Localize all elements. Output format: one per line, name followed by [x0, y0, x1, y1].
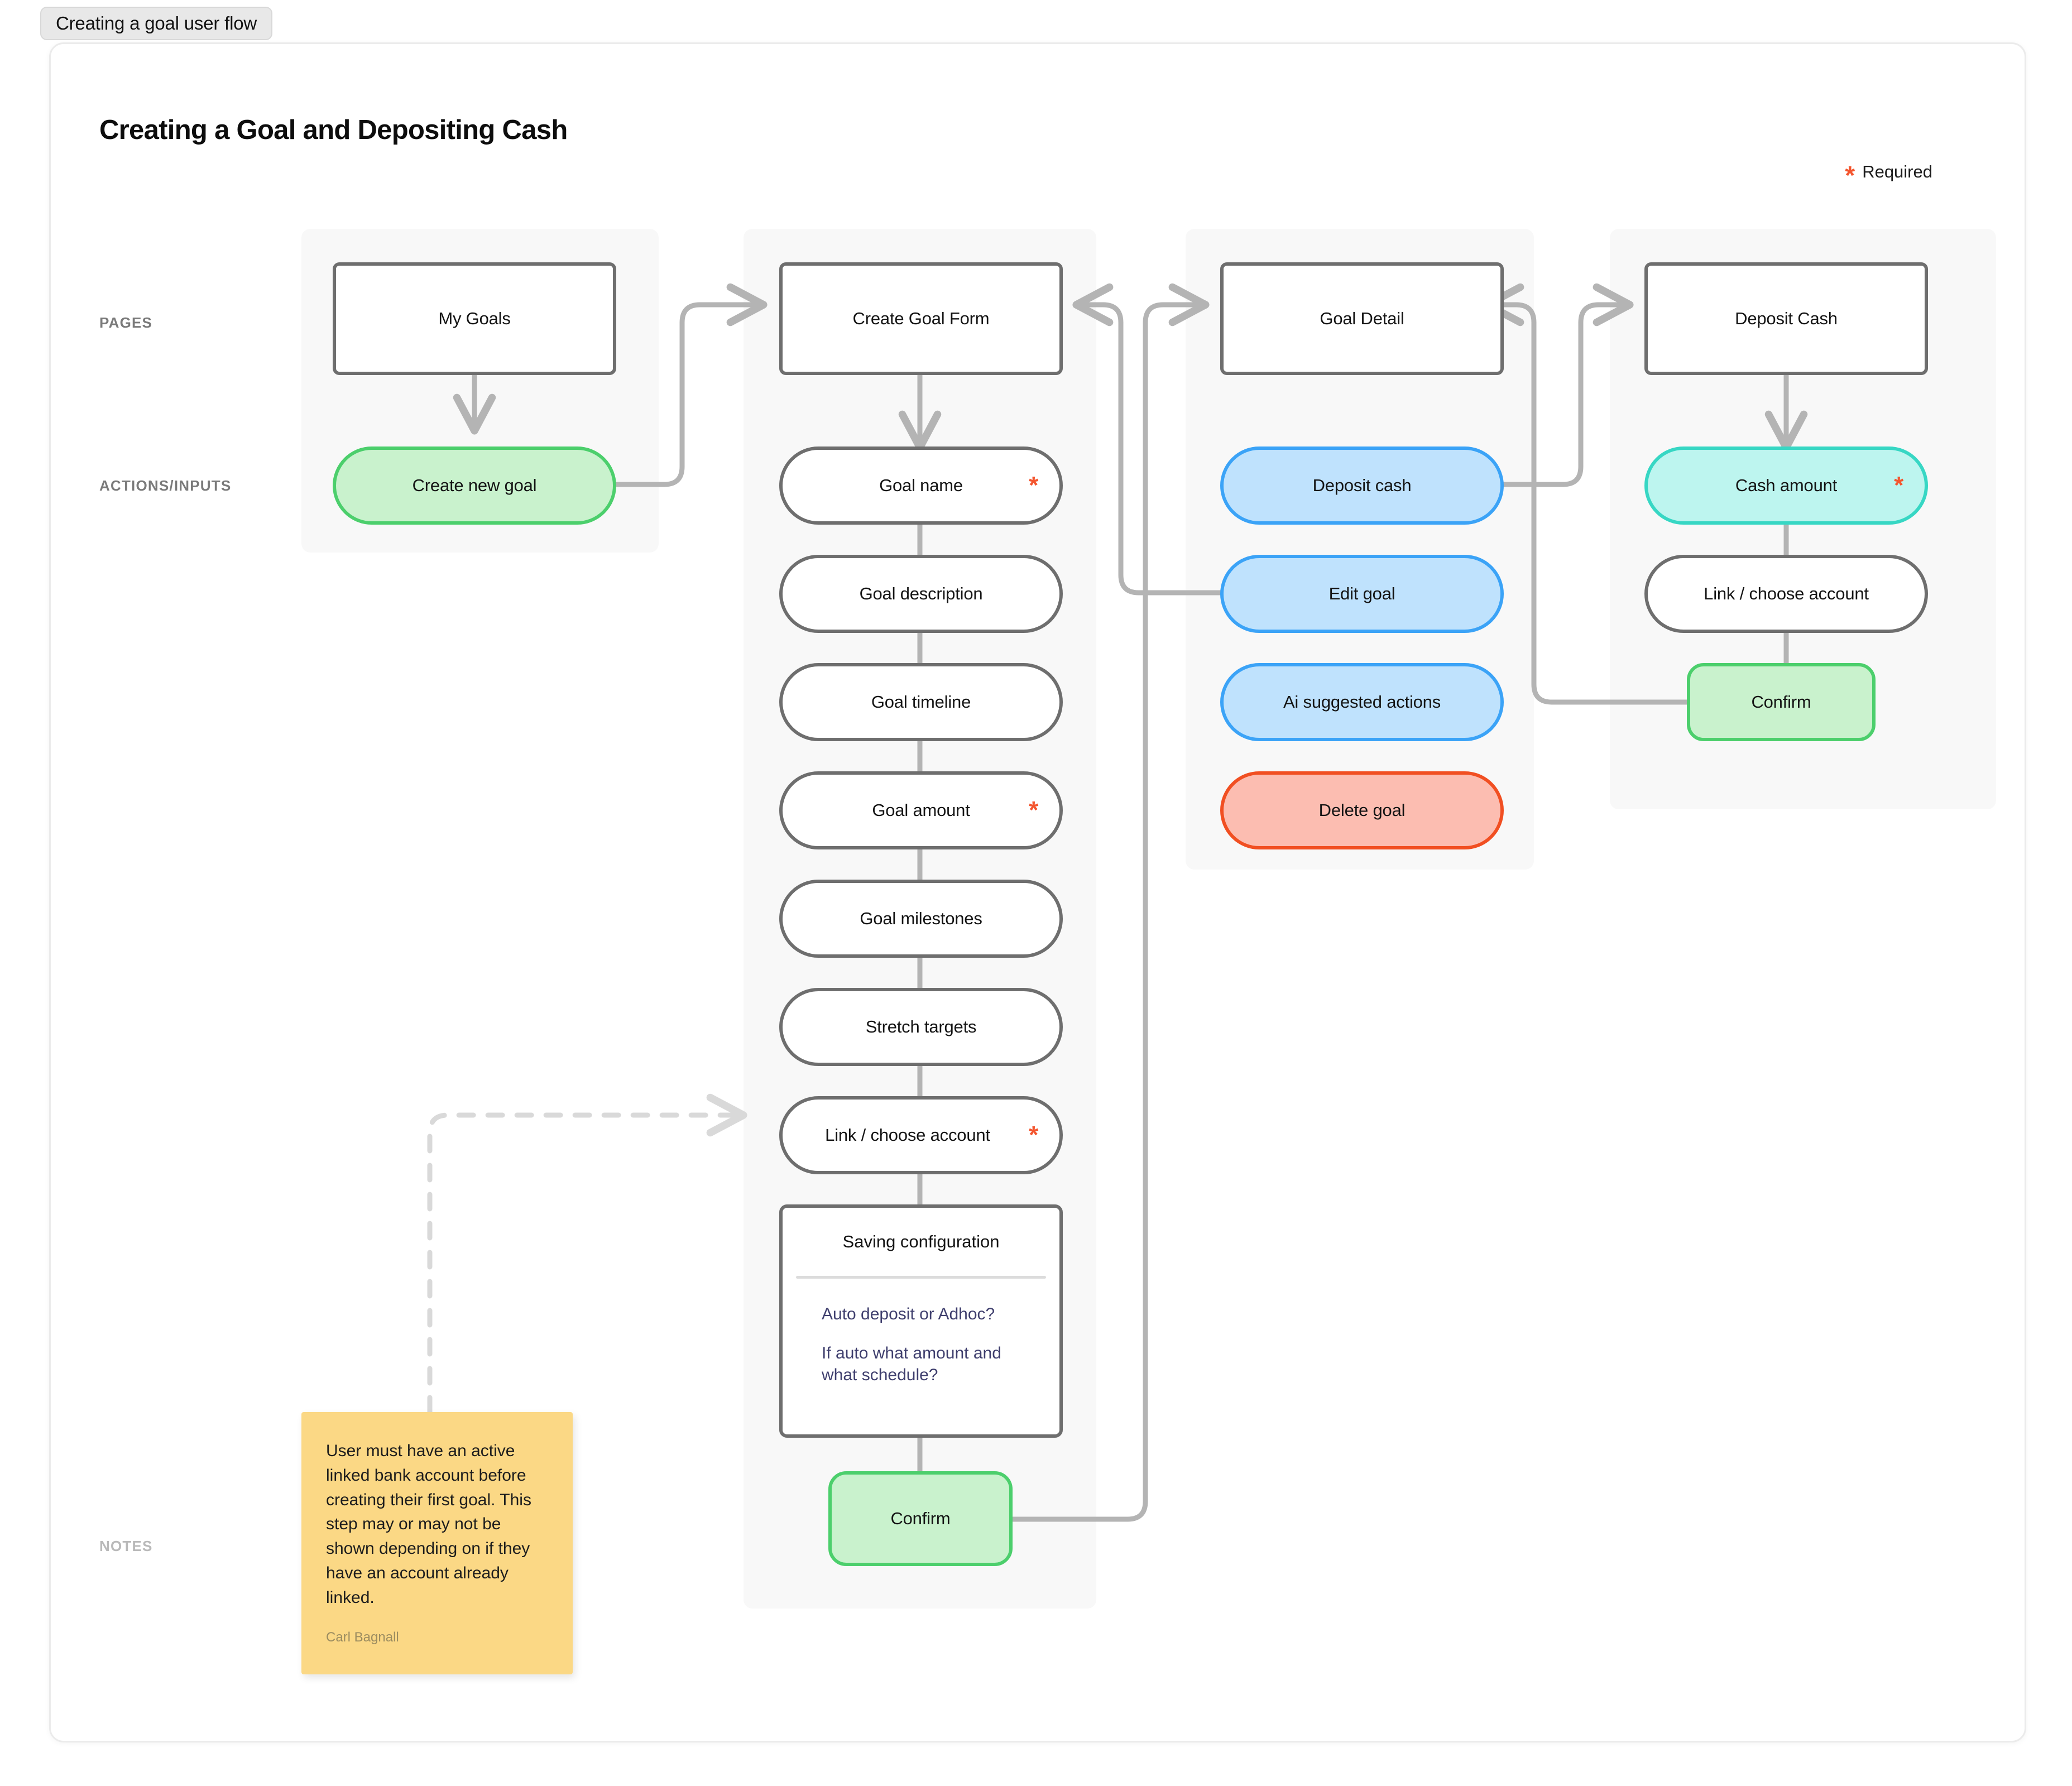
- node-label: Stretch targets: [865, 1017, 977, 1036]
- node-label: Goal timeline: [871, 692, 971, 712]
- node-page-my-goals[interactable]: My Goals: [333, 262, 616, 375]
- node-input-goal-amount[interactable]: Goal amount *: [779, 771, 1063, 849]
- node-label: Goal description: [859, 584, 983, 603]
- node-label: Confirm: [890, 1509, 951, 1528]
- node-label: Goal Detail: [1320, 309, 1404, 328]
- node-action-ai-suggested-actions[interactable]: Ai suggested actions: [1220, 663, 1504, 741]
- required-legend: * Required: [1845, 160, 1932, 190]
- node-input-goal-milestones[interactable]: Goal milestones: [779, 880, 1063, 958]
- sticky-note[interactable]: User must have an active linked bank acc…: [301, 1412, 573, 1674]
- node-label: Confirm: [1751, 692, 1811, 712]
- node-label: Goal name: [879, 476, 963, 495]
- node-label: Deposit cash: [1312, 476, 1412, 495]
- node-label: Create Goal Form: [852, 309, 990, 328]
- saving-config-line: Auto deposit or Adhoc?: [822, 1305, 995, 1323]
- node-page-deposit-cash[interactable]: Deposit Cash: [1644, 262, 1928, 375]
- node-input-stretch-targets[interactable]: Stretch targets: [779, 988, 1063, 1066]
- saving-config-divider: [796, 1276, 1046, 1279]
- node-input-goal-name[interactable]: Goal name *: [779, 446, 1063, 525]
- node-input-link-choose-account[interactable]: Link / choose account *: [779, 1096, 1063, 1174]
- node-label: Link / choose account: [825, 1125, 990, 1145]
- node-action-delete-goal[interactable]: Delete goal: [1220, 771, 1504, 849]
- saving-config-body: Auto deposit or Adhoc? If auto what amou…: [783, 1279, 1059, 1403]
- node-label: Link / choose account: [1704, 584, 1869, 603]
- node-input-cash-amount[interactable]: Cash amount *: [1644, 446, 1928, 525]
- node-label: Create new goal: [412, 476, 537, 495]
- lane-label-notes: NOTES: [99, 1538, 153, 1554]
- node-label: Ai suggested actions: [1283, 692, 1441, 712]
- node-action-edit-goal[interactable]: Edit goal: [1220, 555, 1504, 633]
- node-label: Goal milestones: [860, 909, 982, 928]
- node-label: Deposit Cash: [1735, 309, 1838, 328]
- saving-config-line: If auto what amount and what schedule?: [822, 1343, 1001, 1385]
- node-label: Cash amount: [1735, 476, 1838, 495]
- node-label: Goal amount: [872, 800, 970, 820]
- node-label: Delete goal: [1318, 800, 1406, 820]
- node-action-deposit-cash[interactable]: Deposit cash: [1220, 446, 1504, 525]
- node-label: My Goals: [438, 309, 511, 328]
- node-label: Edit goal: [1328, 584, 1395, 603]
- required-asterisk-icon: *: [1029, 471, 1038, 499]
- node-input-deposit-link-choose-account[interactable]: Link / choose account: [1644, 555, 1928, 633]
- flow-tab-chip[interactable]: Creating a goal user flow: [40, 7, 273, 40]
- required-asterisk-icon: *: [1894, 471, 1903, 499]
- sticky-note-author: Carl Bagnall: [326, 1630, 399, 1645]
- asterisk-icon: *: [1845, 160, 1855, 190]
- lane-label-actions: ACTIONS/INPUTS: [99, 477, 232, 494]
- node-action-create-new-goal[interactable]: Create new goal: [333, 446, 616, 525]
- lane-label-pages: PAGES: [99, 314, 153, 331]
- page-title: Creating a Goal and Depositing Cash: [99, 115, 568, 145]
- required-legend-label: Required: [1862, 162, 1932, 181]
- node-input-goal-timeline[interactable]: Goal timeline: [779, 663, 1063, 741]
- sticky-note-body: User must have an active linked bank acc…: [326, 1442, 531, 1607]
- node-card-saving-configuration[interactable]: Saving configuration Auto deposit or Adh…: [779, 1204, 1063, 1438]
- node-page-create-goal-form[interactable]: Create Goal Form: [779, 262, 1063, 375]
- required-asterisk-icon: *: [1029, 796, 1038, 824]
- node-action-confirm-goal[interactable]: Confirm: [828, 1471, 1013, 1566]
- saving-config-title: Saving configuration: [842, 1232, 1000, 1251]
- node-page-goal-detail[interactable]: Goal Detail: [1220, 262, 1504, 375]
- node-action-confirm-deposit[interactable]: Confirm: [1687, 663, 1876, 741]
- node-input-goal-description[interactable]: Goal description: [779, 555, 1063, 633]
- required-asterisk-icon: *: [1029, 1121, 1038, 1149]
